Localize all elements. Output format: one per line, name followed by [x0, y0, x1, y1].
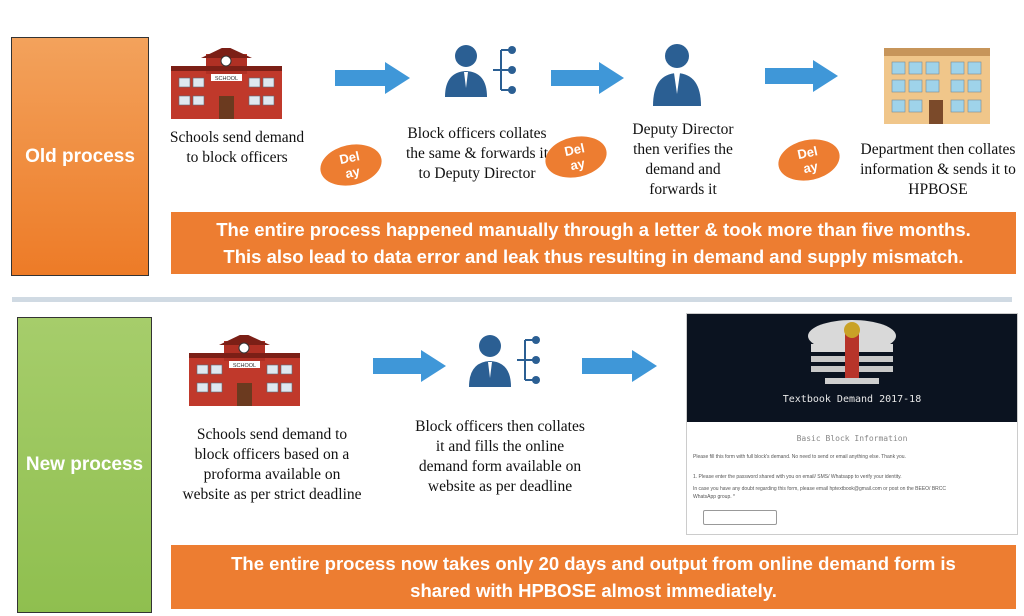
new-banner-line-2: shared with HPBOSE almost immediately.	[410, 580, 777, 601]
form-section-title: Basic Block Information	[796, 434, 908, 443]
school-building-icon: SCHOOL	[189, 335, 300, 406]
old-step-3-text: Deputy Director then verifies the demand…	[632, 121, 734, 198]
school-building-icon: SCHOOL	[171, 48, 282, 119]
form-note: Please fill this form with full block's …	[693, 454, 906, 460]
school-sign: SCHOOL	[215, 76, 238, 82]
director-person-icon	[653, 44, 701, 106]
new-process-banner: The entire process now takes only 20 day…	[171, 545, 1016, 609]
old-process-label: Old process	[11, 37, 149, 276]
school-sign: SCHOOL	[233, 363, 256, 369]
old-process-banner: The entire process happened manually thr…	[171, 212, 1016, 274]
right-arrow-icon	[335, 62, 410, 94]
form-question-1: 1. Please enter the password shared with…	[693, 474, 902, 480]
right-arrow-icon	[582, 350, 657, 382]
right-arrow-icon	[765, 60, 838, 92]
old-step-4-text: Department then collates information & s…	[860, 141, 1016, 198]
delay-text-2: ay	[568, 155, 587, 174]
section-divider	[12, 297, 1012, 302]
department-building-icon	[884, 48, 990, 124]
old-banner-line-1: The entire process happened manually thr…	[216, 219, 971, 240]
right-arrow-icon	[551, 62, 624, 94]
delay-text-2: ay	[801, 158, 820, 177]
form-question-2: In case you have any doubt regarding thi…	[693, 486, 946, 492]
new-step-2-text: Block officers then collates it and fill…	[415, 418, 585, 495]
right-arrow-icon	[373, 350, 446, 382]
old-banner-line-2: This also lead to data error and leak th…	[223, 246, 964, 267]
officer-network-icon	[445, 45, 516, 97]
form-title: Textbook Demand 2017-18	[782, 394, 922, 405]
form-header: Textbook Demand 2017-18	[687, 314, 1017, 422]
hpbose-emblem-icon	[808, 320, 896, 384]
old-step-2-text: Block officers collates the same & forwa…	[405, 125, 549, 182]
delay-text-2: ay	[343, 163, 362, 182]
old-step-1-text: Schools send demand to block officers	[169, 129, 305, 166]
new-step-1-text: Schools send demand to block officers ba…	[182, 426, 362, 503]
password-input[interactable]	[703, 510, 777, 525]
officer-network-icon	[469, 335, 540, 387]
new-banner-line-1: The entire process now takes only 20 day…	[231, 553, 956, 574]
new-process-label: New process	[17, 317, 152, 613]
online-demand-form: Textbook Demand 2017-18 Basic Block Info…	[686, 313, 1018, 535]
form-question-3: WhatsApp group. *	[693, 494, 735, 500]
